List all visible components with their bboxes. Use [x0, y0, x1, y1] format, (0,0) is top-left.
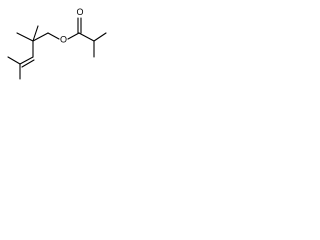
ester-oxygen-label: O	[60, 35, 67, 45]
bond-ch-methyl-up	[93, 32, 107, 42]
bond-c4-c3-double-outer	[19, 56, 34, 65]
bond-c2-to-ch2	[32, 32, 49, 42]
chemical-structure: O O	[7, 7, 107, 80]
bond-c2-methyl-left	[16, 32, 34, 42]
bond-c2-methyl-up	[32, 25, 39, 42]
bond-carbonyl-to-ch	[78, 32, 95, 42]
bond-ch2-to-ester-oxygen	[47, 32, 60, 40]
bond-c4-c3-double-inner	[21, 59, 35, 68]
bond-methyl-a-to-c4	[7, 56, 21, 65]
bond-ester-oxygen-to-carbonyl	[67, 32, 80, 40]
carbonyl-oxygen-label: O	[76, 7, 83, 17]
